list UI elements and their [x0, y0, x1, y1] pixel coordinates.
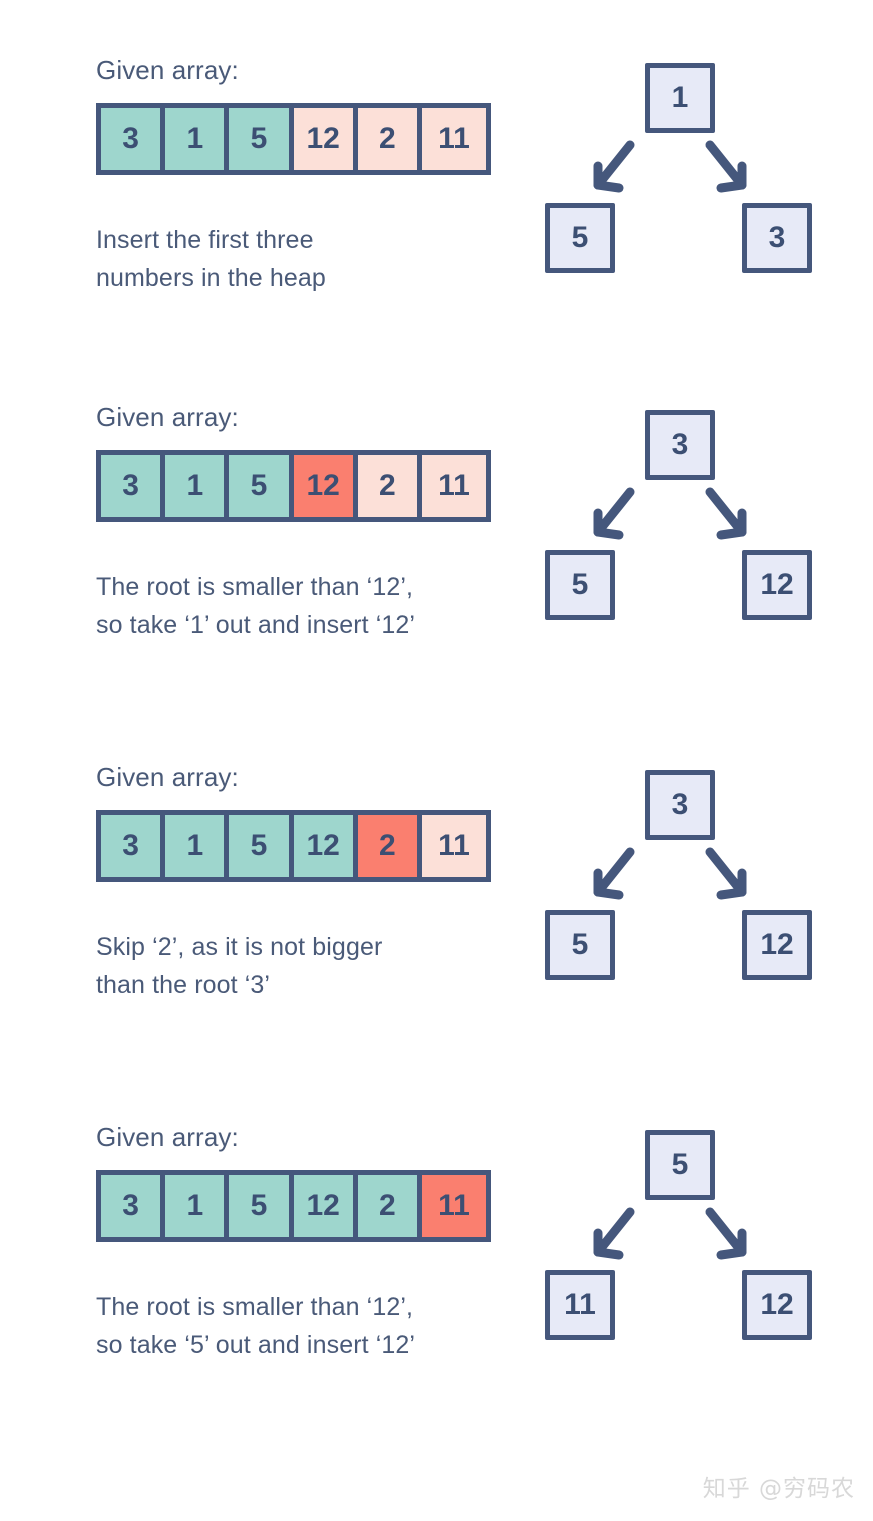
page-title: Given array: — [96, 762, 239, 792]
step-caption-line-2: so take ‘1’ out and insert ‘12’ — [96, 611, 416, 639]
step-caption-line-1: Skip ‘2’, as it is not bigger — [96, 933, 383, 961]
array-cell: 12 — [293, 108, 358, 170]
array-cell: 3 — [101, 815, 166, 877]
heap-node-left-child: 11 — [545, 1270, 615, 1340]
step-caption: The root is smaller than ‘12’, so take ‘5… — [96, 1288, 536, 1364]
array-cell: 1 — [165, 455, 230, 517]
array-cell: 2 — [357, 815, 422, 877]
step-caption-line-2: numbers in the heap — [96, 264, 326, 292]
array-cell: 12 — [293, 1175, 358, 1237]
heap-node-left-child: 5 — [545, 910, 615, 980]
heap-edge-arrows — [593, 847, 747, 900]
page-title: Given array: — [96, 55, 239, 85]
heap-node-left-child: 5 — [545, 550, 615, 620]
array-cell: 1 — [165, 815, 230, 877]
array-cell: 12 — [293, 455, 358, 517]
watermark: 知乎 @穷码农 — [702, 1476, 855, 1502]
heap-node-root: 5 — [645, 1130, 715, 1200]
array-cell: 3 — [101, 1175, 166, 1237]
heap-node-root: 3 — [645, 410, 715, 480]
heap-edge-arrows — [593, 487, 747, 540]
step-caption-line-1: The root is smaller than ‘12’, — [96, 573, 414, 601]
array-cell: 2 — [357, 455, 422, 517]
array-cell: 2 — [357, 1175, 422, 1237]
heap-tree: 5 11 12 — [520, 1122, 850, 1352]
array-cell: 3 — [101, 108, 166, 170]
array-cell: 5 — [229, 1175, 294, 1237]
array-cell: 12 — [293, 815, 358, 877]
array-cell: 2 — [357, 108, 422, 170]
page-title: Given array: — [96, 1122, 239, 1152]
step-caption: The root is smaller than ‘12’, so take ‘1… — [96, 568, 536, 644]
heap-node-right-child: 12 — [742, 1270, 812, 1340]
heap-tree-column: 5 11 12 — [520, 1122, 850, 1352]
heap-node-root: 3 — [645, 770, 715, 840]
page-title: Given array: — [96, 402, 239, 432]
heap-node-right-child: 12 — [742, 550, 812, 620]
step-caption-line-2: than the root ‘3’ — [96, 971, 271, 999]
heap-node-root: 1 — [645, 63, 715, 133]
array-cell: 1 — [165, 1175, 230, 1237]
step-caption-line-2: so take ‘5’ out and insert ‘12’ — [96, 1331, 416, 1359]
array-cell: 11 — [421, 108, 486, 170]
heap-edge-arrows — [593, 140, 747, 193]
step-caption-line-1: Insert the first three — [96, 226, 314, 254]
step-caption: Insert the first three numbers in the hea… — [96, 221, 536, 297]
array-cell: 3 — [101, 455, 166, 517]
array-cell: 1 — [165, 108, 230, 170]
array-cell: 11 — [421, 455, 486, 517]
heap-node-right-child: 12 — [742, 910, 812, 980]
heap-edge-arrows — [593, 1207, 747, 1260]
array-cell: 5 — [229, 455, 294, 517]
array-cell: 11 — [421, 815, 486, 877]
heap-node-right-child: 3 — [742, 203, 812, 273]
array-cell: 5 — [229, 108, 294, 170]
heap-node-left-child: 5 — [545, 203, 615, 273]
array-cell: 11 — [421, 1175, 486, 1237]
array-cell: 5 — [229, 815, 294, 877]
step-caption-line-1: The root is smaller than ‘12’, — [96, 1293, 414, 1321]
step-caption: Skip ‘2’, as it is not bigger than the ro… — [96, 928, 536, 1004]
